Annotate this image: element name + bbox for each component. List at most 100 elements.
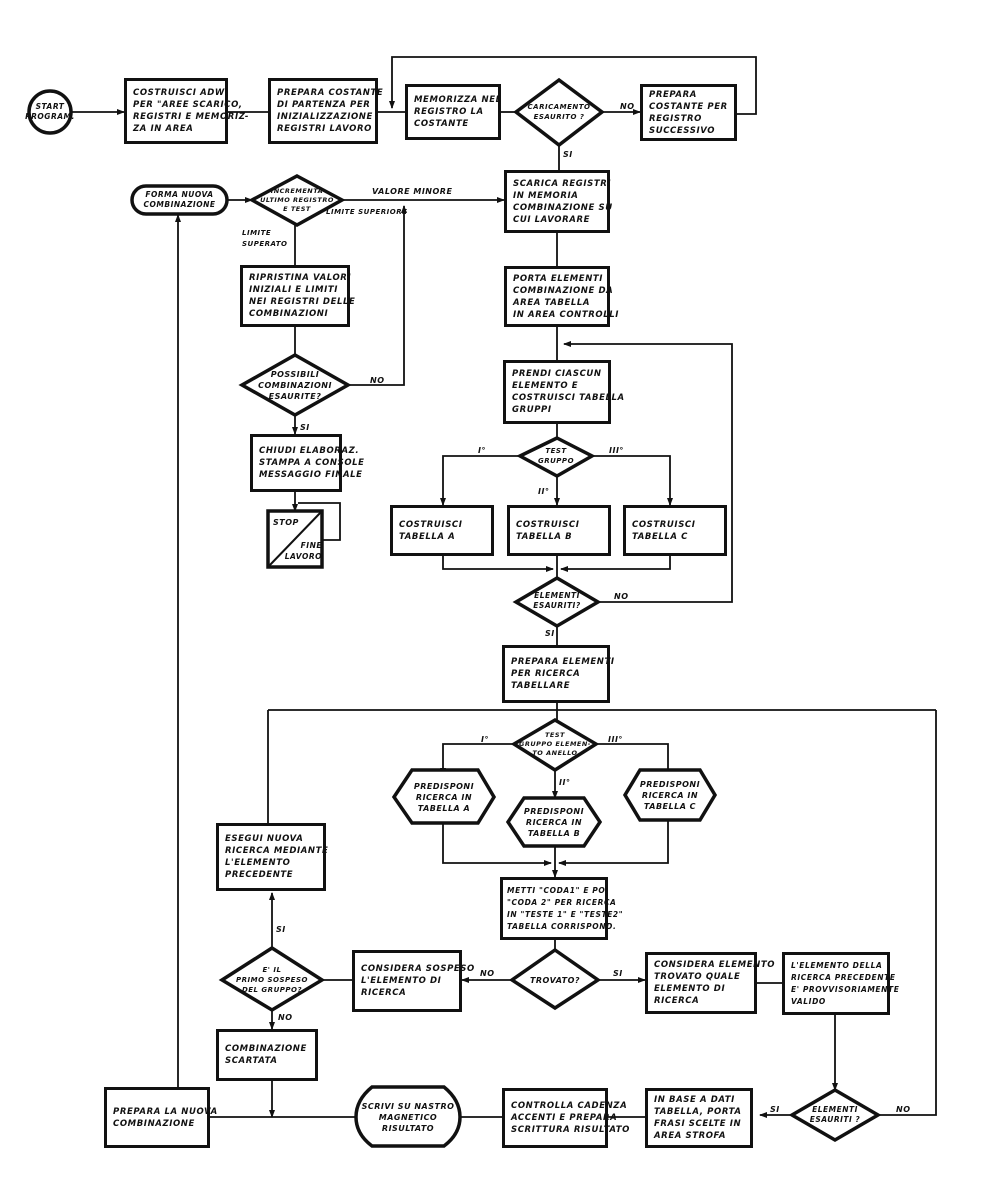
edge-combos-no [348, 205, 407, 386]
node-text-line: PREPARA ELEMENTI [511, 657, 615, 667]
node-text-line: COSTRUISCI ADW [133, 88, 225, 98]
node-text-line: ESAURITE? [268, 391, 322, 401]
node-text-line: E TEST [283, 204, 311, 213]
node-text-line: GRUPPO [537, 457, 575, 465]
hex-setup-c [622, 768, 718, 822]
node-text-line: LAVORO [284, 552, 322, 561]
node-text-line: RICERCA [654, 996, 700, 1006]
node-text-line: FORMA NUOVA [145, 190, 214, 199]
edge-label-limit-exceeded-1: LIMITE [242, 229, 272, 237]
node-text-line: COSTANTE PER [649, 101, 728, 112]
node-text-line: COMBINAZIONE [225, 1044, 307, 1054]
stop-top-label: STOP [273, 518, 299, 527]
node-text-line: COSTRUISCI [516, 519, 580, 530]
node-text-line: PREPARA [649, 89, 697, 100]
node-text-line: ESAURITI? [533, 601, 581, 610]
node-text-line: TABELLA C [643, 801, 697, 811]
node-text-line: COSTANTE [414, 119, 469, 129]
edge-label-elements-1-no: NO [614, 592, 629, 601]
node-text-line: INIZIALI E LIMITI [249, 285, 339, 295]
node-text-line: MAGNETICO [378, 1112, 438, 1122]
node-text-line: COSTRUISCI [399, 519, 463, 530]
hex-setup-a [391, 768, 497, 825]
node-text: FINE LAVORO [285, 540, 322, 562]
edge-elements-no [563, 341, 733, 603]
node-text-line: ELEMENTO E [512, 381, 579, 391]
node-text-line: PORTA ELEMENTI [513, 273, 604, 284]
node-text-line: METTI "CODA1" E POI [507, 885, 609, 895]
node-text-line: ELEMENTI [812, 1105, 858, 1114]
node-text-line: RICERCA IN [525, 817, 583, 827]
node-text-line: CARICAMENTO [527, 103, 591, 111]
node-text-line: RIPRISTINA VALORI [249, 273, 352, 283]
node-text-line: DI PARTENZA PER [277, 100, 371, 110]
node-text-line: PRIMO SOSPESO [236, 976, 308, 984]
node-text-line: VALIDO [791, 996, 826, 1006]
node-text-line: PREPARA COSTANTE [277, 88, 384, 98]
edge-elem-i [440, 743, 516, 776]
node-text-line: FRASI SCELTE IN [654, 1119, 742, 1129]
node-text-line: NEI REGISTRI DELLE [249, 297, 356, 307]
node-text-line: TABELLARE [511, 681, 571, 691]
edge-c-join2 [558, 820, 669, 866]
edge-label-combos-si: SI [300, 423, 310, 432]
terminal-write-tape [354, 1085, 462, 1148]
edge-elements2-no [878, 710, 937, 1116]
node-text-line: AREA STROFA [654, 1131, 727, 1141]
node-text-line: RICERCA [361, 988, 407, 998]
node-text-line: FINE [300, 541, 322, 550]
node-text-line: COMBINAZIONI [249, 309, 329, 319]
node-text-line: ELEMENTI [534, 591, 580, 600]
edge-label-limit-exceeded-2: SUPERATO [242, 240, 288, 248]
node-text-line: IN "TESTE 1" E "TESTE2" [507, 909, 624, 919]
edge-label-found-no: NO [480, 969, 495, 978]
node-text: TROVATO? [530, 975, 580, 986]
node-text-line: E' PROVVISORIAMENTE [791, 984, 900, 994]
node-text-line: REGISTRO LA [414, 107, 484, 117]
node-text-line: RISULTATO [381, 1123, 435, 1133]
node-text-line: PRECEDENTE [225, 870, 294, 880]
node-text-line: PROGRAM. [25, 112, 75, 121]
node-text-line: SUCCESSIVO [649, 125, 716, 136]
node-text: RIPRISTINA VALORI INIZIALI E LIMITI NEI RE… [249, 272, 356, 320]
decision-increment [248, 174, 346, 228]
node-text-line: PER "AREE SCARICO, [133, 100, 243, 110]
edge-label-upper-limit: LIMITE SUPERIORE [326, 208, 408, 216]
node-text-line: COSTRUISCI TABELLA [512, 393, 625, 403]
node-text-line: RICERCA MEDIANTE [225, 846, 329, 856]
stop-diagonal [267, 510, 323, 568]
node-text-line: TEST [544, 730, 565, 739]
edge-a-join2 [442, 820, 552, 866]
edge-label-group-iii: III° [609, 446, 624, 455]
node-text-line: TROVATO? [529, 975, 581, 985]
node-text-line: PREDISPONI [523, 806, 585, 816]
